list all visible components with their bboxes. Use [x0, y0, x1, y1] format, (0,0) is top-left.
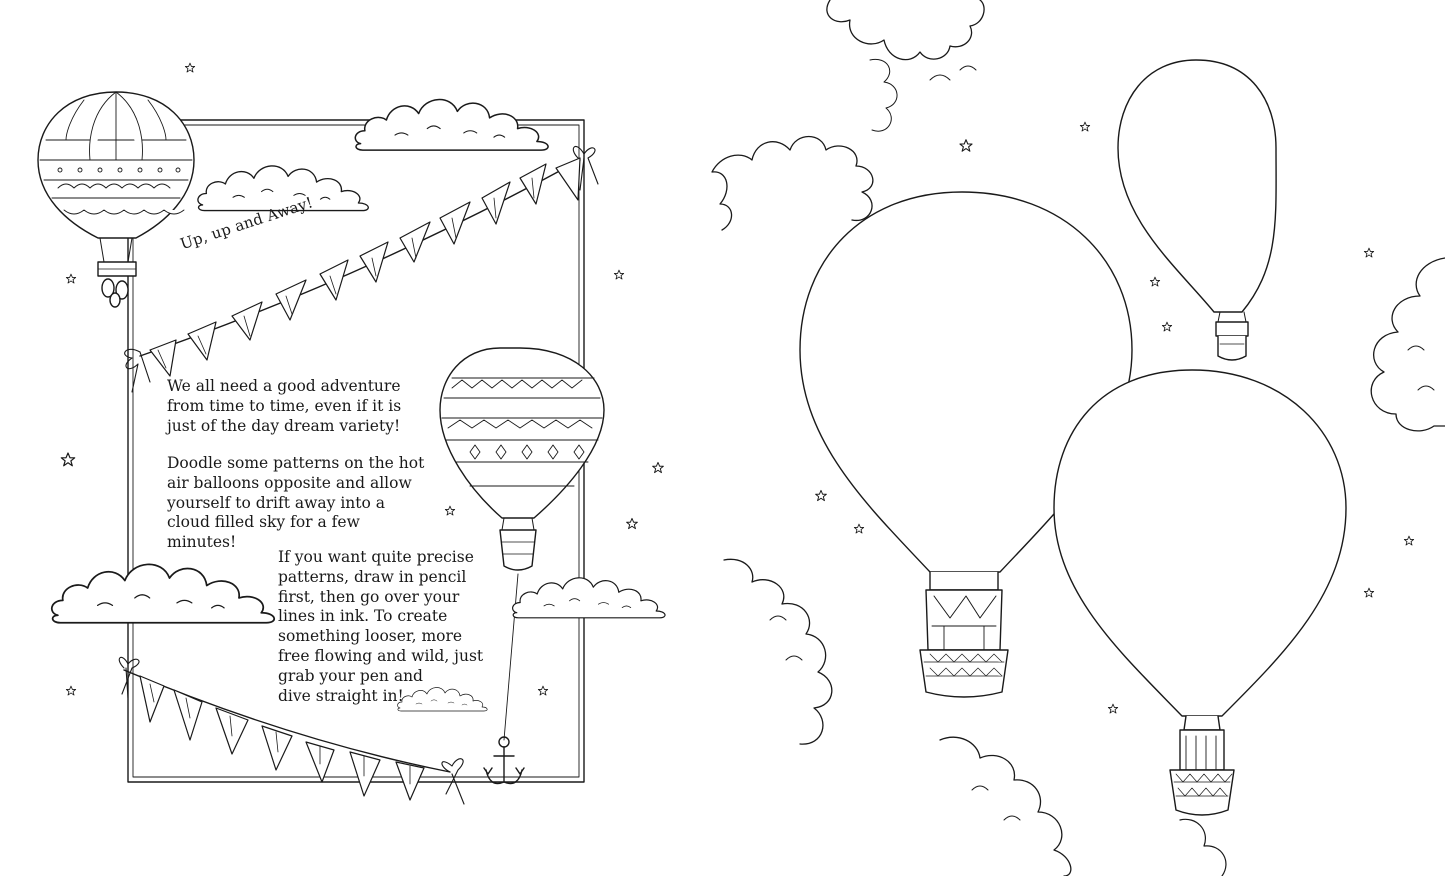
bunting-bottom — [118, 656, 465, 805]
bunting-top — [124, 145, 599, 393]
decorated-balloon-middle — [439, 347, 605, 741]
plain-balloon-large-left — [799, 191, 1133, 698]
anchor-icon — [483, 736, 525, 785]
decorated-balloon-top-left — [37, 91, 195, 308]
clouds-right — [711, 0, 1445, 876]
doodle-paragraph: Doodle some patterns on the hot air ball… — [167, 454, 425, 552]
plain-balloon-small — [1117, 59, 1277, 361]
intro-paragraph: We all need a good adventure from time t… — [167, 377, 402, 435]
technique-paragraph: If you want quite precise patterns, draw… — [278, 548, 484, 705]
plain-balloon-large-right — [1053, 369, 1347, 816]
